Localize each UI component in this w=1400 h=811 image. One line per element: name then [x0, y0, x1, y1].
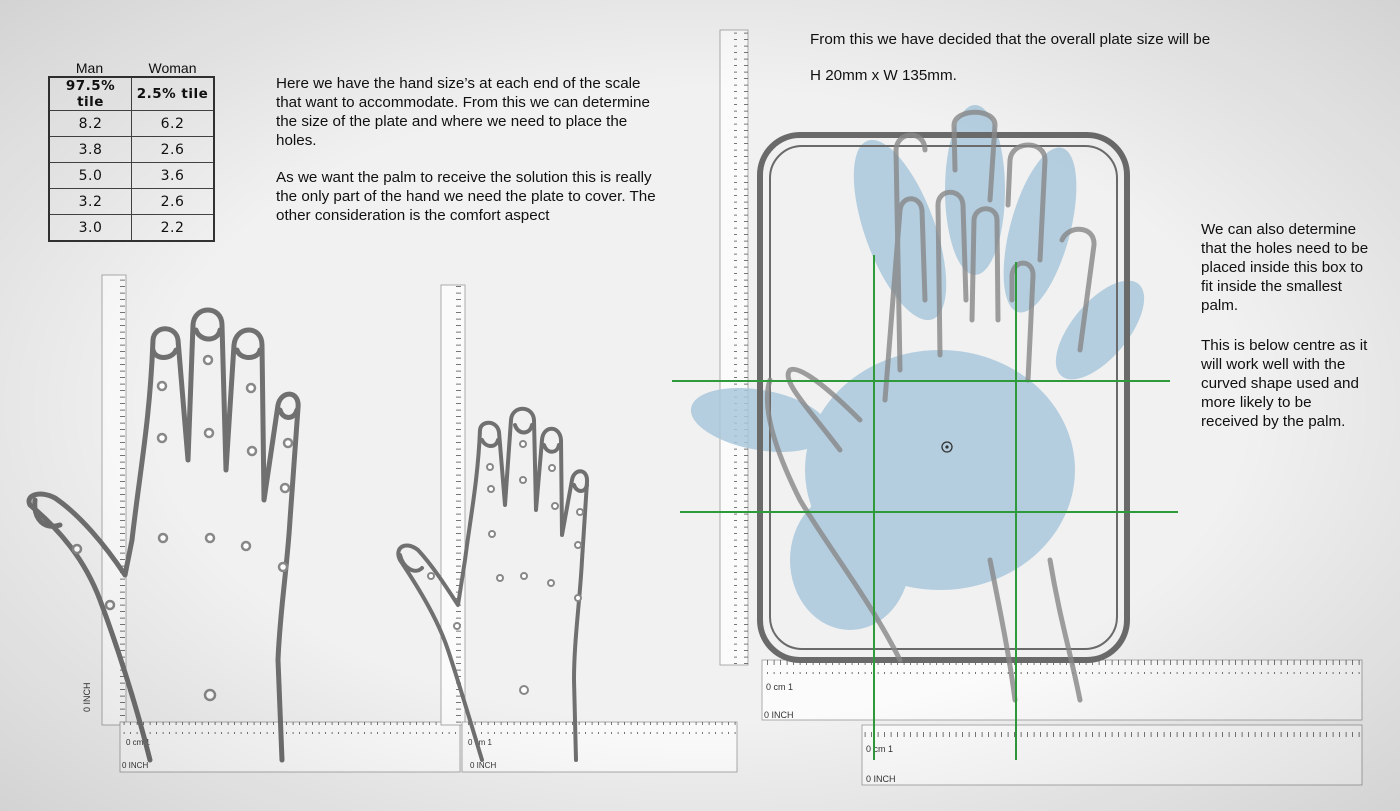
table-cell: 3.8: [48, 136, 132, 163]
side-note: We can also determine that the holes nee…: [1201, 220, 1371, 431]
table-cell: 2.6: [131, 136, 215, 163]
plate-horizontal-ruler-upper: 0 cm 1 0 INCH: [761, 659, 1363, 721]
grey-hand-overlay: [764, 109, 1097, 703]
small-hand-outline: [396, 406, 589, 762]
table-cell: 5.0: [48, 162, 132, 189]
inch-ruler-label: 0 INCH: [470, 761, 496, 770]
inch-ruler-label: 0 INCH: [764, 710, 794, 720]
blue-palm-print: [690, 105, 1145, 630]
intro-paragraph-1: Here we have the hand size’s at each end…: [276, 75, 650, 149]
header-woman: Woman: [148, 60, 197, 76]
plate-line-2: H 20mm x W 135mm.: [810, 67, 957, 84]
intro-paragraph-2: As we want the palm to receive the solut…: [276, 169, 656, 224]
table-cell: 2.2: [131, 214, 215, 242]
small-hand-horizontal-ruler: 0 cm 1 0 INCH: [461, 721, 738, 773]
cm-ruler-label: 0 cm 1: [468, 738, 493, 747]
small-hand-markers: [427, 440, 584, 695]
plate-vertical-ruler: [719, 29, 749, 666]
table-cell: 3.0: [48, 214, 132, 242]
large-hand-outline: [26, 307, 301, 763]
intro-text: Here we have the hand size’s at each end…: [276, 74, 656, 225]
center-point-icon: [941, 441, 953, 453]
inch-ruler-label: 0 INCH: [122, 761, 148, 770]
large-hand-horizontal-ruler: 0 cm 1 0 INCH: [119, 721, 461, 773]
large-hand-markers: [71, 354, 294, 702]
small-hand-vertical-ruler: [440, 284, 466, 726]
table-cell: 2.6: [131, 188, 215, 215]
vertical-ruler-label: 0 INCH: [82, 682, 92, 712]
cm-ruler-label: 0 cm 1: [126, 738, 151, 747]
plate-outline: [757, 132, 1130, 663]
inch-ruler-label: 0 INCH: [866, 774, 896, 784]
cm-ruler-label: 0 cm 1: [866, 744, 893, 754]
plate-horizontal-ruler-lower: 0 cm 1 0 INCH: [861, 724, 1363, 786]
table-cell: 6.2: [131, 110, 215, 137]
plate-size-text: From this we have decided that the overa…: [810, 30, 1350, 85]
side-paragraph-2: This is below centre as it will work wel…: [1201, 337, 1368, 430]
header-man: Man: [75, 60, 104, 76]
table-cell: 3.6: [131, 162, 215, 189]
large-hand-vertical-ruler: 0 INCH: [82, 274, 127, 726]
table-cell: 2.5% tile: [131, 76, 215, 111]
hole-placement-box: [672, 255, 1178, 760]
side-paragraph-1: We can also determine that the holes nee…: [1201, 221, 1369, 314]
table-headers: Man Woman: [48, 60, 215, 76]
table-cell: 8.2: [48, 110, 132, 137]
plate-line-1: From this we have decided that the overa…: [810, 31, 1211, 48]
cm-ruler-label: 0 cm 1: [766, 682, 793, 692]
table-cell: 3.2: [48, 188, 132, 215]
